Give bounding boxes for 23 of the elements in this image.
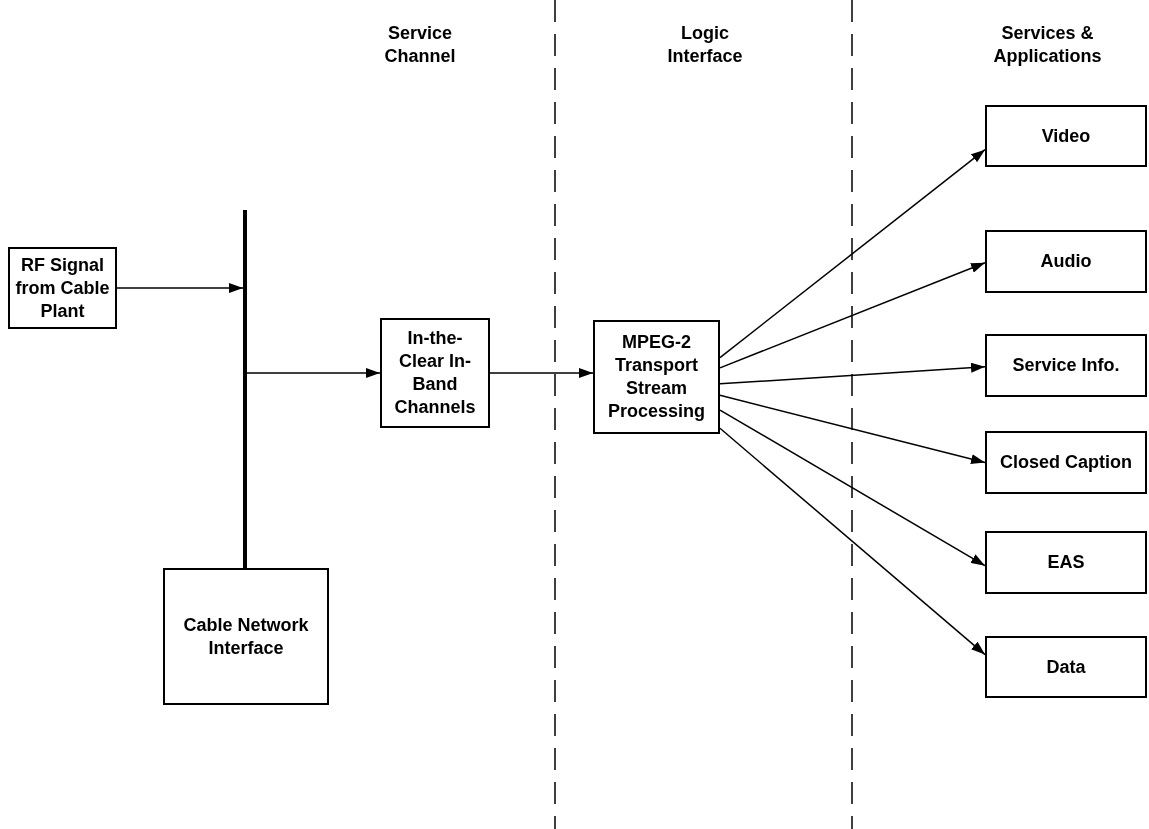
column-heading: Services & Applications	[992, 22, 1103, 68]
arrow	[719, 362, 986, 385]
process-box: In-the-Clear In-Band Channels	[380, 318, 490, 428]
bus-bar	[243, 210, 247, 568]
process-box: RF Signal from Cable Plant	[8, 247, 117, 329]
arrow	[116, 283, 244, 294]
process-box: Service Info.	[985, 334, 1147, 397]
process-box: MPEG-2 Transport Stream Processing	[593, 320, 720, 434]
column-heading: Service Channel	[383, 22, 457, 68]
process-box: Cable Network Interface	[163, 568, 329, 705]
arrow	[719, 262, 986, 369]
process-box: Audio	[985, 230, 1147, 293]
process-box: Data	[985, 636, 1147, 698]
arrow	[489, 368, 594, 378]
arrow	[719, 427, 986, 656]
arrow	[719, 394, 986, 464]
process-box: Closed Caption	[985, 431, 1147, 494]
arrow	[719, 409, 986, 567]
arrow	[719, 148, 986, 359]
column-heading: Logic Interface	[666, 22, 744, 68]
arrow	[246, 368, 381, 378]
process-box: Video	[985, 105, 1147, 167]
process-box: EAS	[985, 531, 1147, 594]
